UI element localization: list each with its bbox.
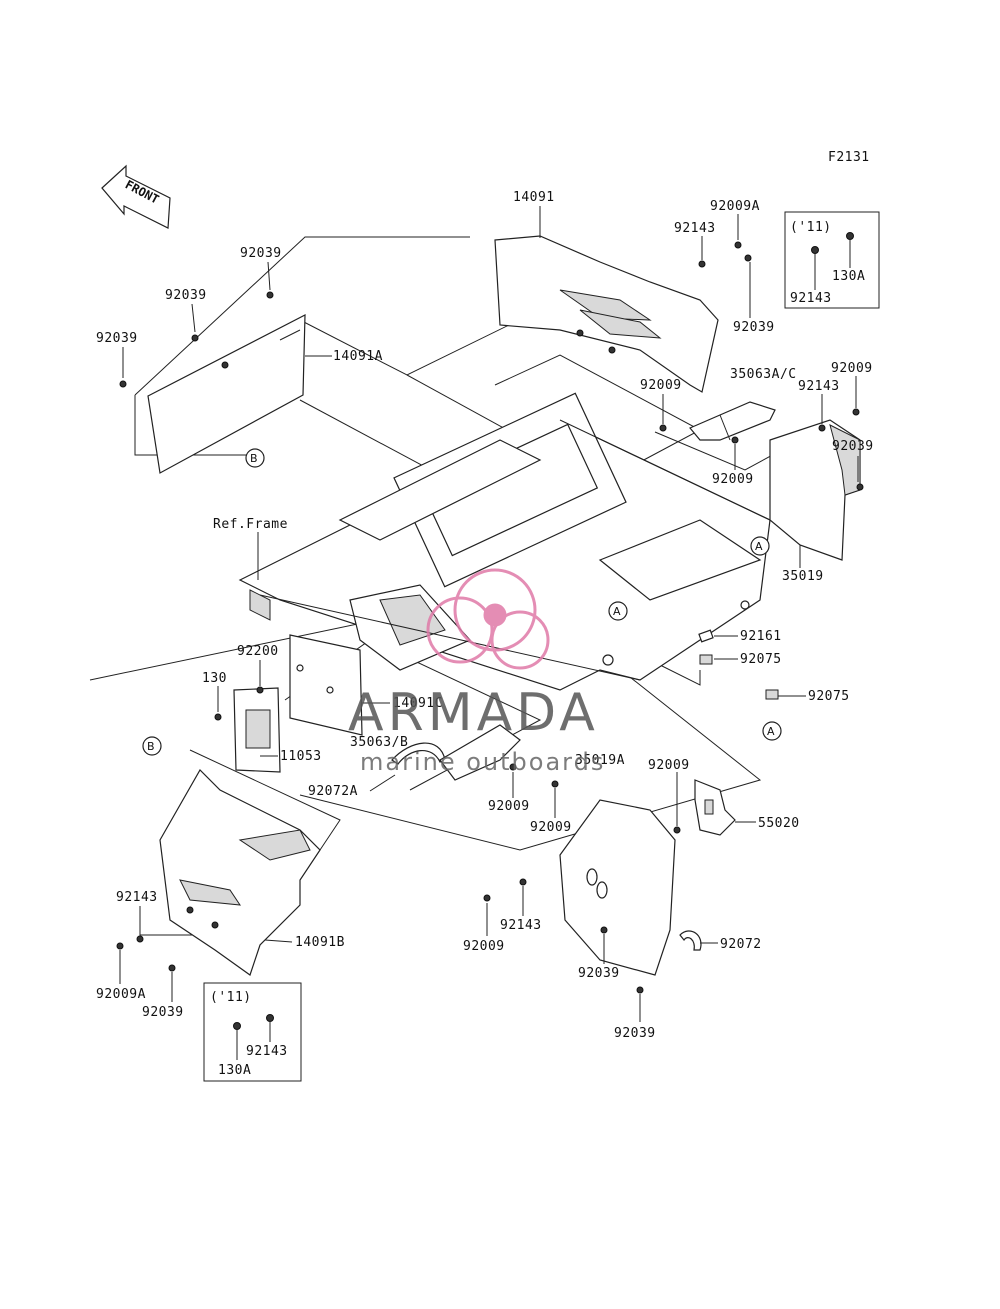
- callout-35019A: 35019A: [575, 753, 625, 768]
- reference-markers: B A A A B: [142, 448, 782, 756]
- callout-92009: 92009: [648, 758, 690, 773]
- part-55020: [694, 779, 736, 836]
- callout-92143: 92143: [116, 890, 158, 905]
- callout-92009A: 92009A: [96, 987, 146, 1002]
- callouts: 14091 92009A 92143 92039 92039 92039 140…: [96, 190, 874, 1041]
- callout-92009: 92009: [463, 939, 505, 954]
- callout-92039: 92039: [832, 439, 874, 454]
- callout-35063B: 35063/B: [350, 735, 408, 750]
- watermark-name: ARMADA: [348, 683, 599, 743]
- callout-92161: 92161: [740, 629, 782, 644]
- callout-92143: 92143: [500, 918, 542, 933]
- front-direction-arrow: FRONT: [101, 164, 171, 229]
- callout-92039: 92039: [733, 320, 775, 335]
- callout-92075: 92075: [740, 652, 782, 667]
- callout-14091C: 14091C: [393, 696, 443, 711]
- callout-55020: 55020: [758, 816, 800, 831]
- callout-92039: 92039: [578, 966, 620, 981]
- inset-top-part-a: 130A: [832, 269, 865, 284]
- part-14091: [494, 235, 719, 393]
- part-14091B: [159, 769, 321, 976]
- callout-92009: 92009: [831, 361, 873, 376]
- fasteners: [116, 241, 864, 994]
- callout-92200: 92200: [237, 644, 279, 659]
- callout-92009: 92009: [488, 799, 530, 814]
- part-35063B: [439, 724, 521, 781]
- callout-92009A: 92009A: [710, 199, 760, 214]
- callout-92009: 92009: [530, 820, 572, 835]
- watermark: ARMADA marine outboards: [348, 568, 605, 776]
- marker-a-bottom: A: [767, 725, 775, 738]
- part-14091A: [147, 314, 306, 474]
- part-92072: [679, 930, 702, 951]
- callout-92143: 92143: [798, 379, 840, 394]
- callout-92039: 92039: [240, 246, 282, 261]
- callout-92039: 92039: [614, 1026, 656, 1041]
- callout-35063AC: 35063A/C: [730, 367, 797, 382]
- marker-b-top: B: [250, 452, 258, 465]
- callout-130: 130: [202, 671, 227, 686]
- inset-bottom: ('11) 92143 130A: [203, 982, 302, 1082]
- ref-frame-label: Ref.Frame: [213, 517, 288, 532]
- watermark-logo: [426, 568, 550, 670]
- marker-a-right: A: [755, 540, 763, 553]
- callout-14091B: 14091B: [295, 935, 345, 950]
- callout-92009: 92009: [712, 472, 754, 487]
- part-35063AC: [689, 401, 776, 441]
- callout-14091: 14091: [513, 190, 555, 205]
- callout-92039: 92039: [165, 288, 207, 303]
- callout-92072A: 92072A: [308, 784, 358, 799]
- callout-leaders: [119, 206, 859, 1022]
- watermark-tagline: marine outboards: [360, 748, 605, 776]
- callout-11053: 11053: [280, 749, 322, 764]
- callout-14091A: 14091A: [333, 349, 383, 364]
- part-11053: [233, 687, 281, 773]
- inset-top-year: ('11): [790, 220, 832, 235]
- part-14091C: [289, 634, 363, 736]
- inset-bottom-year: ('11): [210, 990, 252, 1005]
- marker-b-bottom: B: [147, 740, 155, 753]
- callout-92075: 92075: [808, 689, 850, 704]
- inset-bottom-part-a: 92143: [246, 1044, 288, 1059]
- inset-bottom-part-b: 130A: [218, 1063, 251, 1078]
- callout-92072: 92072: [720, 937, 762, 952]
- callout-35019: 35019: [782, 569, 824, 584]
- inset-top: ('11) 130A 92143: [784, 211, 880, 309]
- callout-92143: 92143: [674, 221, 716, 236]
- callout-92009: 92009: [640, 378, 682, 393]
- callout-92039: 92039: [142, 1005, 184, 1020]
- inset-top-part-b: 92143: [790, 291, 832, 306]
- marker-a-mid: A: [613, 605, 621, 618]
- main-frame: [238, 392, 771, 691]
- callout-92039: 92039: [96, 331, 138, 346]
- part-35019: [769, 419, 861, 561]
- diagram-code: F2131: [828, 150, 870, 165]
- part-35019A: [559, 799, 676, 976]
